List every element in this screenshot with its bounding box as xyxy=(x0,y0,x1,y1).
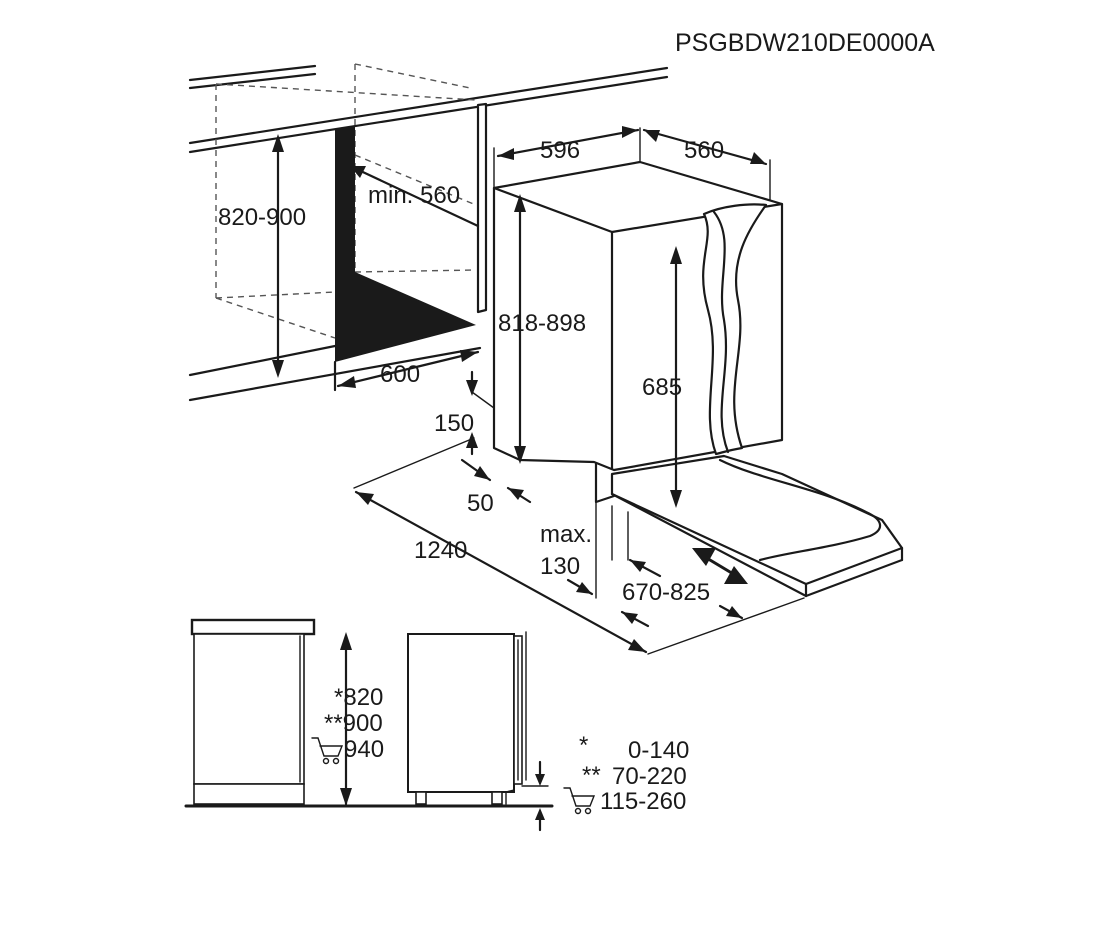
height-options: *820 **900 940 xyxy=(311,684,384,765)
dimension-labels: 820-900 min. 560 600 596 560 818-898 685… xyxy=(218,137,724,606)
door-opening-label: 1240 xyxy=(414,537,467,564)
plinth-clearance-label: 150 xyxy=(434,410,474,437)
shopping-cart-icon-2 xyxy=(563,787,596,815)
appliance-depth-label: 560 xyxy=(684,137,724,164)
appliance-height-label: 818-898 xyxy=(498,310,586,337)
adjust-standard-mark: * xyxy=(579,732,588,759)
plinth-depth-label: 130 xyxy=(540,553,580,580)
niche-depth-label: min. 560 xyxy=(368,182,460,209)
shopping-cart-icon xyxy=(311,737,344,765)
adjust-tall-mark: ** xyxy=(582,762,601,789)
counter-side-view xyxy=(184,618,554,808)
niche-height-label: 820-900 xyxy=(218,204,306,231)
adjust-standard-value: 0-140 xyxy=(628,737,689,764)
dishwasher-door xyxy=(610,203,904,598)
adjust-tall-value: 70-220 xyxy=(612,763,687,790)
plinth xyxy=(594,462,629,599)
appliance-width-label: 596 xyxy=(540,137,580,164)
height-tall: **900 xyxy=(324,710,383,737)
height-standard: *820 xyxy=(334,684,383,711)
plinth-max-label: max. xyxy=(540,521,592,548)
door-height-label: 685 xyxy=(642,374,682,401)
adjust-cart-value: 115-260 xyxy=(600,788,686,815)
niche-width-label: 600 xyxy=(380,361,420,388)
foot-adjustment-table: * 0-140 ** 70-220 115-260 xyxy=(563,732,689,815)
appliance-side-view xyxy=(407,631,549,832)
product-code: PSGBDW210DE0000A xyxy=(675,29,935,57)
countertop-niche xyxy=(188,63,669,402)
dimension-lines xyxy=(272,126,805,655)
plinth-offset-label: 50 xyxy=(467,490,494,517)
door-swing-label: 670-825 xyxy=(622,579,710,606)
height-cart: 940 xyxy=(344,736,384,763)
